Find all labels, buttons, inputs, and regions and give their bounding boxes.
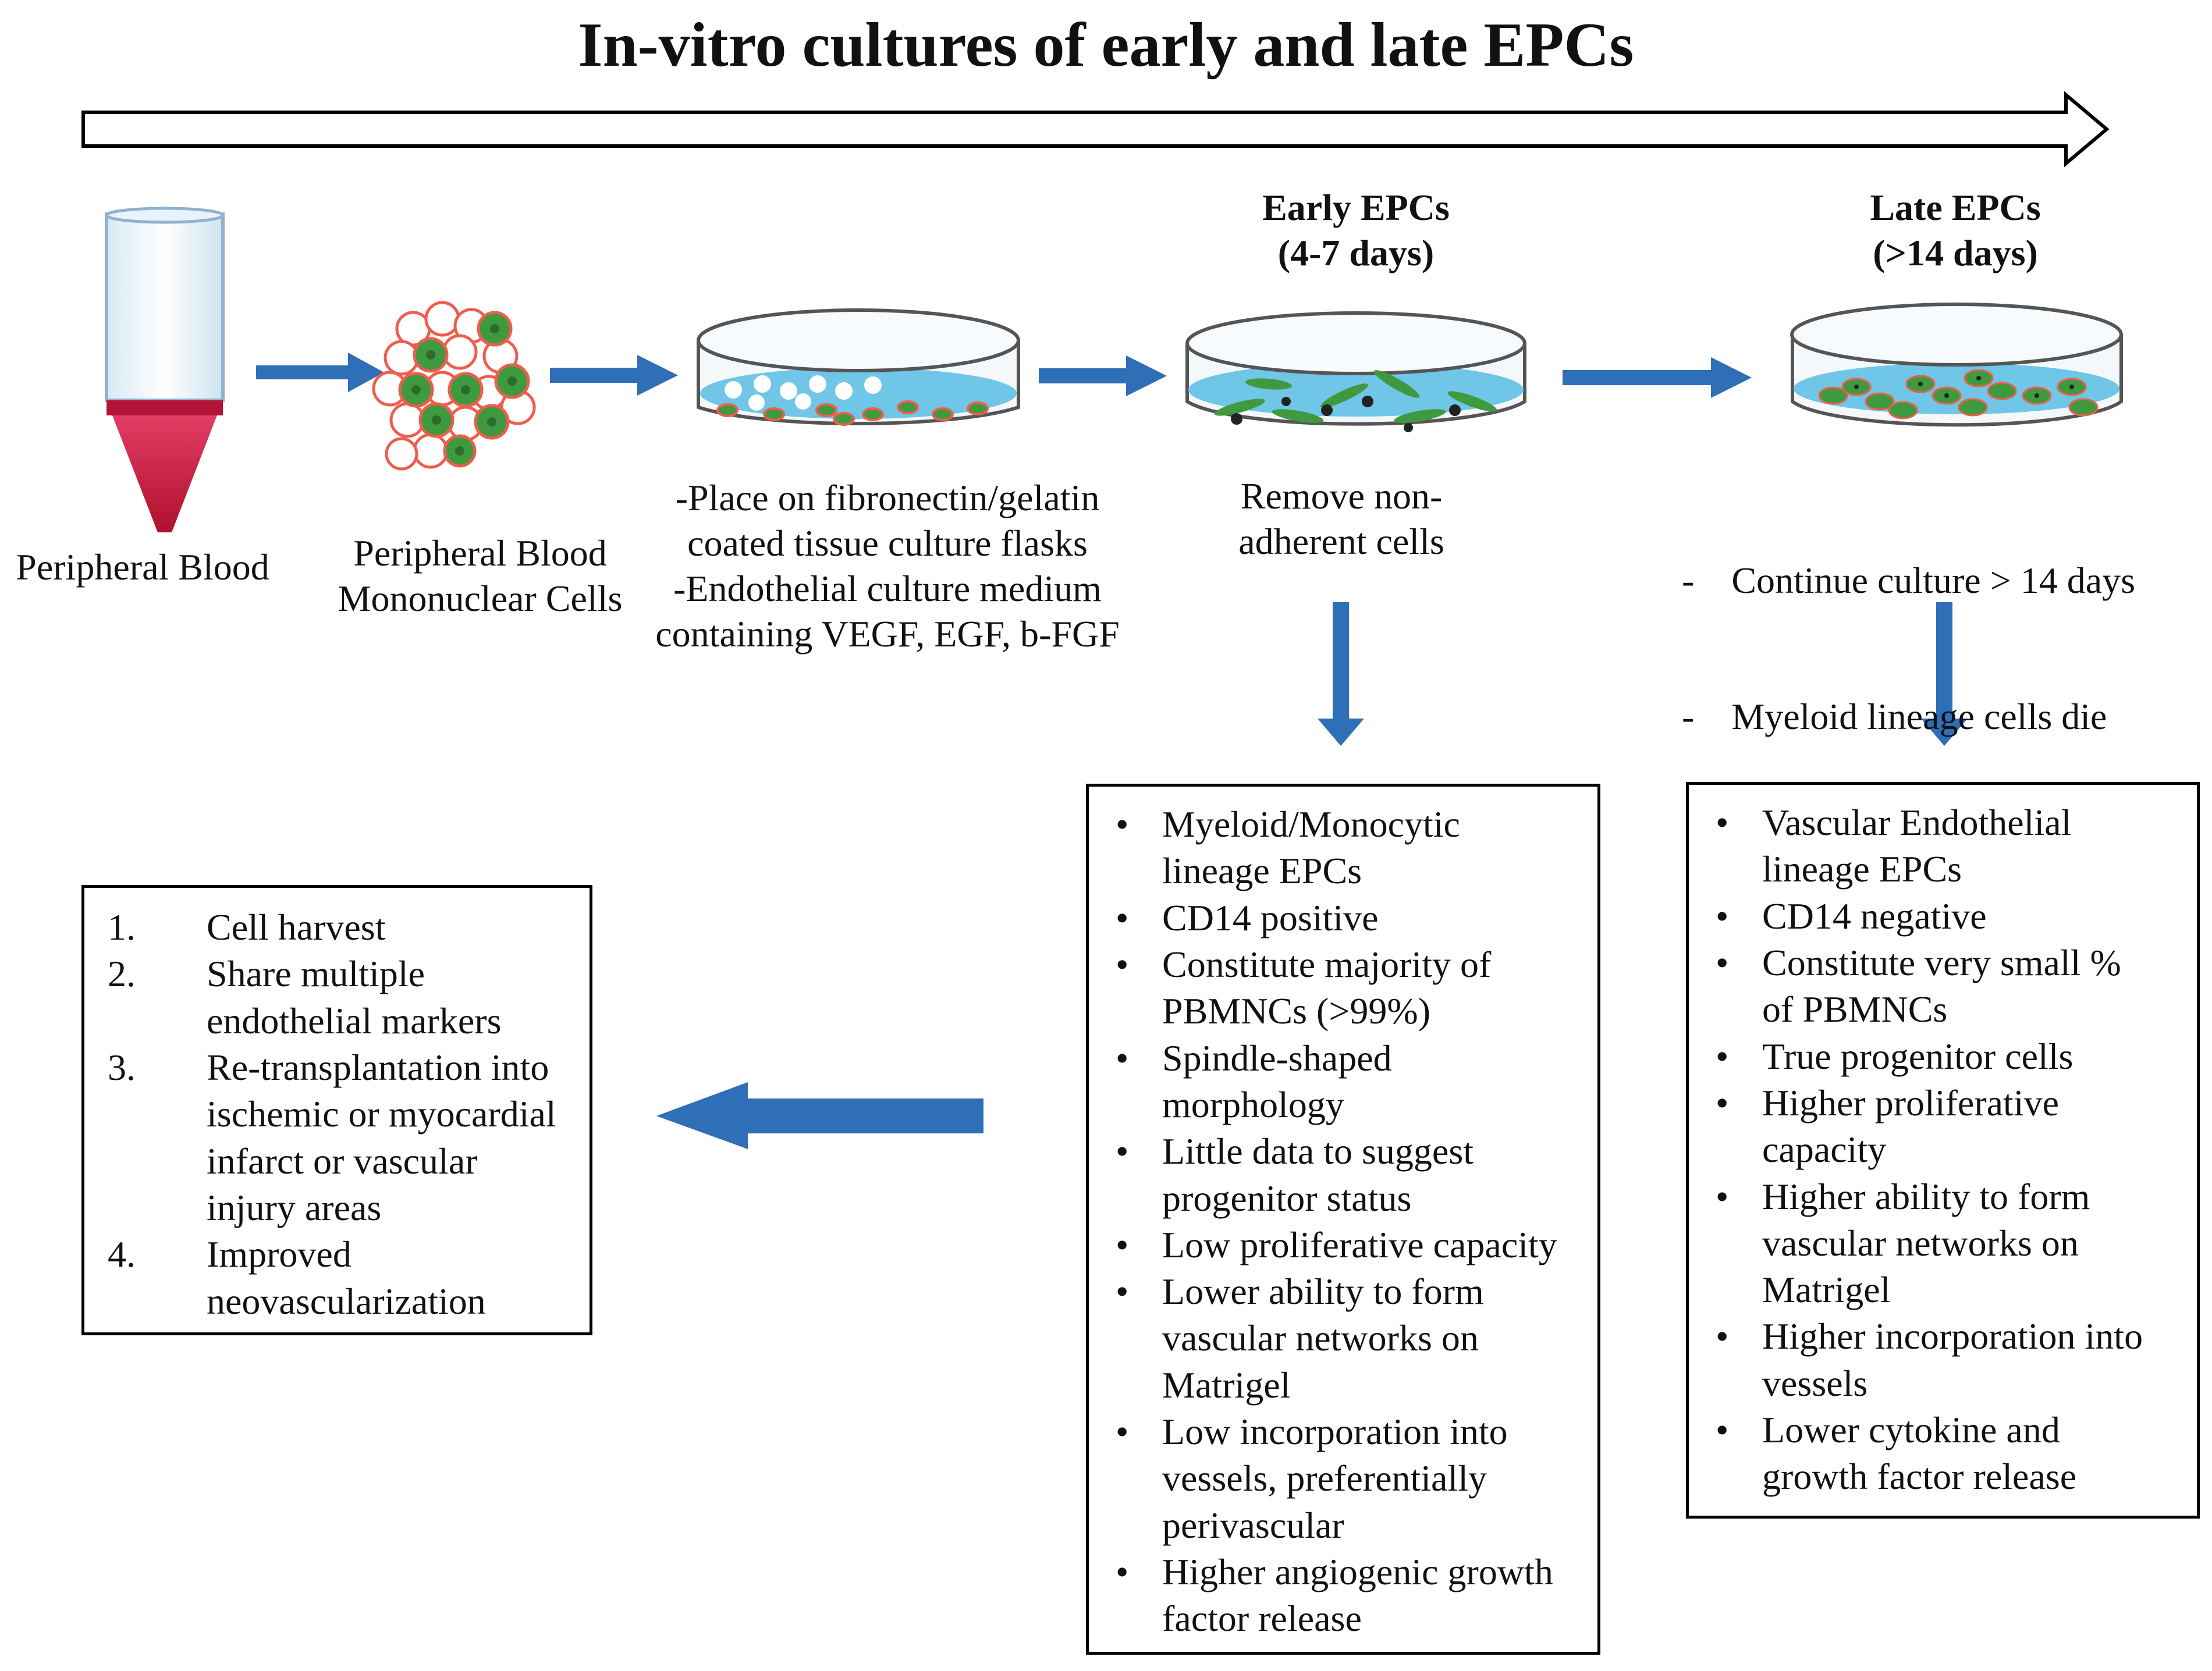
late-epc-dish-icon [1790, 303, 2123, 427]
late-epc-property: True progenitor cells [1689, 1033, 2197, 1080]
early-epcs-heading-line: (4-7 days) [1277, 232, 1435, 274]
late-epcs-note: - Continue culture > 14 days - Myeloid l… [1682, 467, 2177, 785]
early-epc-dish-icon [1185, 311, 1526, 432]
early-epcs-heading-line: Early EPCs [1262, 187, 1450, 228]
page-title: In-vitro cultures of early and late EPCs [578, 10, 1634, 80]
blood-tube-icon [105, 207, 225, 532]
arrow-to-outcomes [656, 1082, 983, 1149]
arrow-down-late [1921, 602, 1968, 746]
late-epcs-heading-line: (>14 days) [1873, 232, 2038, 274]
arrow-pbmnc-to-culture [550, 355, 678, 396]
arrow-blood-to-pbmnc [256, 353, 384, 392]
arrow-culture-to-early [1039, 355, 1167, 396]
pbmnc-label-line: Peripheral Blood [353, 532, 607, 574]
arrow-down-early [1318, 602, 1364, 746]
culture-conditions-line: containing VEGF, EGF, b-FGF [655, 613, 1120, 655]
early-epcs-note-line: adherent cells [1238, 521, 1444, 563]
late-epcs-note-line: - Myeloid lineage cells die [1682, 696, 2107, 738]
culture-conditions-line: -Place on fibronectin/gelatin [675, 477, 1100, 518]
peripheral-blood-label: Peripheral Blood [16, 546, 269, 588]
culture-conditions-line: -Endothelial culture medium [673, 568, 1102, 610]
pbmnc-label: Peripheral Blood Mononuclear Cells [314, 531, 646, 621]
late-epcs-note-line: - Continue culture > 14 days [1682, 560, 2136, 602]
late-epcs-heading: Late EPCs (>14 days) [1810, 185, 2101, 276]
early-epcs-heading: Early EPCs (4-7 days) [1210, 185, 1501, 276]
late-epc-property: Constitute very small %of PBMNCs [1689, 940, 2197, 1033]
process-arrows [256, 353, 1968, 1149]
early-epc-property: Low proliferative capacity [1089, 1222, 1597, 1269]
mononuclear-cells-icon [372, 301, 536, 471]
early-epc-property: CD14 positive [1089, 895, 1597, 942]
late-epc-property: CD14 negative [1689, 893, 2197, 940]
late-epcs-heading-line: Late EPCs [1870, 187, 2041, 228]
timeline-arrow [81, 91, 2110, 168]
outcome-item: 1.Cell harvest [108, 906, 386, 948]
culture-dish-icon [697, 308, 1020, 426]
early-epcs-note: Remove non- adherent cells [1199, 474, 1484, 564]
pbmnc-label-line: Mononuclear Cells [338, 578, 623, 620]
arrow-early-to-late [1563, 357, 1752, 398]
culture-conditions-label: -Place on fibronectin/gelatin coated tis… [623, 475, 1152, 657]
early-epcs-note-line: Remove non- [1240, 475, 1443, 517]
culture-conditions-line: coated tissue culture flasks [687, 522, 1088, 564]
